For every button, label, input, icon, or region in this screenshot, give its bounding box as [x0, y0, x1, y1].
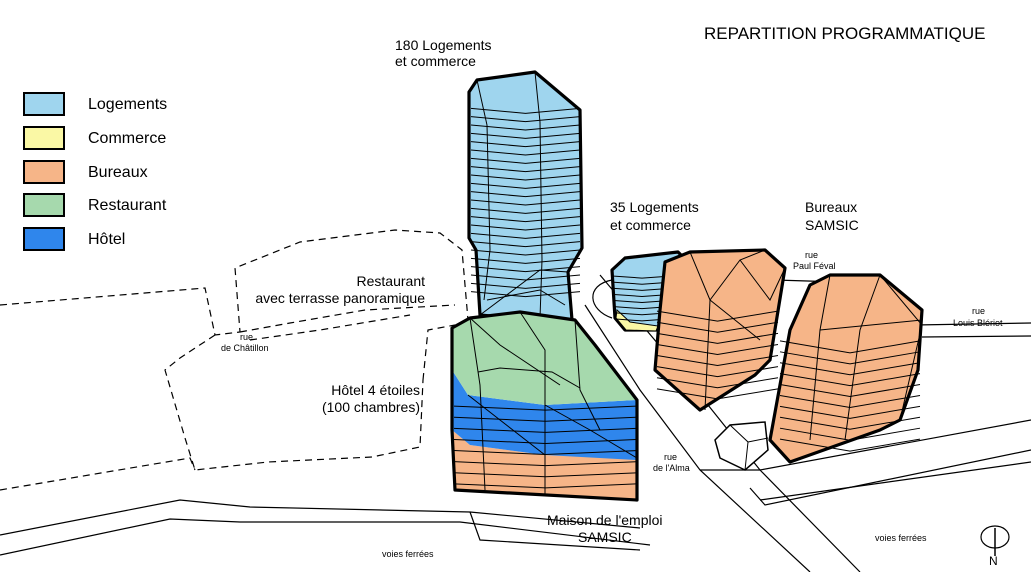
street-chatillon-2: de Châtillon: [221, 343, 269, 353]
tower-floor-line: [470, 274, 581, 281]
office2-floor-line: [779, 340, 921, 354]
hotel-label-line1: Hôtel 4 étoiles: [331, 382, 420, 398]
legend-swatch-restaurant: [23, 193, 65, 217]
legend: Logements Commerce Bureaux Restaurant Hô…: [23, 92, 167, 251]
office2-floor-line: [779, 405, 921, 419]
street-bleriot-2: Louis Blériot: [953, 318, 1003, 328]
tower-floor-line: [470, 191, 581, 198]
legend-label-hotel: Hôtel: [88, 231, 125, 248]
tower-label-line2: et commerce: [395, 53, 476, 69]
tower-floor-line: [470, 174, 581, 181]
maison-label-line1: Maison de l'emploi: [547, 512, 663, 528]
maison-label-line2: SAMSIC: [578, 529, 632, 545]
tower-label-line1: 180 Logements: [395, 37, 492, 53]
office2-floor-line: [779, 427, 921, 441]
tower-floor-line: [470, 107, 581, 114]
legend-swatch-hotel: [23, 227, 65, 251]
office1-floor-line: [656, 377, 779, 389]
office2-floor-line: [779, 373, 921, 387]
office-building-1: [653, 248, 787, 412]
restaurant-label-line2: avec terrasse panoramique: [255, 290, 425, 306]
legend-label-commerce: Commerce: [88, 130, 166, 147]
tower-floor-line: [470, 157, 581, 164]
hotel-building: [450, 310, 639, 502]
legend-label-logements: Logements: [88, 96, 167, 113]
office-building-2: [768, 273, 924, 464]
hotel-label-line2: (100 chambres): [322, 399, 420, 415]
legend-label-restaurant: Restaurant: [88, 197, 167, 214]
tower-floor-line: [470, 241, 581, 248]
office1-floor-line: [656, 321, 779, 333]
office2-floor-line: [779, 362, 921, 376]
tower-floor-line: [470, 132, 581, 139]
office2-floor-line: [779, 384, 921, 398]
tower-floor-line: [470, 116, 581, 123]
street-paul-feval-1: rue: [805, 250, 818, 260]
legend-label-bureaux: Bureaux: [88, 164, 148, 181]
office1-floor-line: [656, 343, 779, 355]
small-block-label-line1: 35 Logements: [610, 199, 699, 215]
street-bleriot-1: rue: [972, 306, 985, 316]
street-voies-left: voies ferrées: [382, 549, 434, 559]
restaurant-label-line1: Restaurant: [357, 273, 426, 289]
parcel-outlines: [0, 229, 469, 491]
street-alma-2: de l'Alma: [653, 463, 690, 473]
bureaux-label-line1: Bureaux: [805, 199, 857, 215]
small-house: [714, 421, 769, 471]
street-voies-right: voies ferrées: [875, 533, 927, 543]
legend-swatch-bureaux: [23, 160, 65, 184]
office2-floor-line: [779, 438, 921, 452]
small-block-floor-line: [613, 275, 671, 279]
legend-swatch-commerce: [23, 126, 65, 150]
compass-north-label: N: [989, 554, 998, 568]
compass: N: [980, 525, 1010, 568]
bureaux-label-line2: SAMSIC: [805, 217, 859, 233]
office1-floor-line: [656, 366, 779, 378]
tower-floor-line: [470, 141, 581, 148]
building-labels: 180 Logements et commerce 35 Logements e…: [255, 37, 858, 545]
tower-floor-line: [470, 149, 581, 156]
office2-floor-line: [779, 351, 921, 365]
tower-floor-line: [470, 166, 581, 173]
tower-floor-line: [470, 291, 581, 298]
office1-floor-line: [656, 388, 779, 400]
tower-floor-line: [470, 182, 581, 189]
street-alma-1: rue: [664, 452, 677, 462]
small-block-floor-line: [613, 281, 671, 285]
office2-floor-line: [779, 416, 921, 430]
street-labels: rue Paul Féval rue Louis Blériot rue de …: [221, 250, 1003, 559]
street-chatillon-1: rue: [240, 332, 253, 342]
diagram-title: REPARTITION PROGRAMMATIQUE: [704, 24, 985, 43]
office2-floor-line: [779, 394, 921, 408]
office1-floor-line: [656, 332, 779, 344]
residential-tower: [467, 70, 584, 324]
street-paul-feval-2: Paul Féval: [793, 261, 836, 271]
tower-floor-line: [470, 124, 581, 131]
office1-floor-line: [656, 355, 779, 367]
tower-floor-line: [470, 249, 581, 256]
tower-floor-line: [470, 266, 581, 273]
small-block-label-line2: et commerce: [610, 217, 691, 233]
legend-swatch-logements: [23, 92, 65, 116]
office1-floor-line: [656, 310, 779, 322]
tower-floor-line: [470, 282, 581, 289]
